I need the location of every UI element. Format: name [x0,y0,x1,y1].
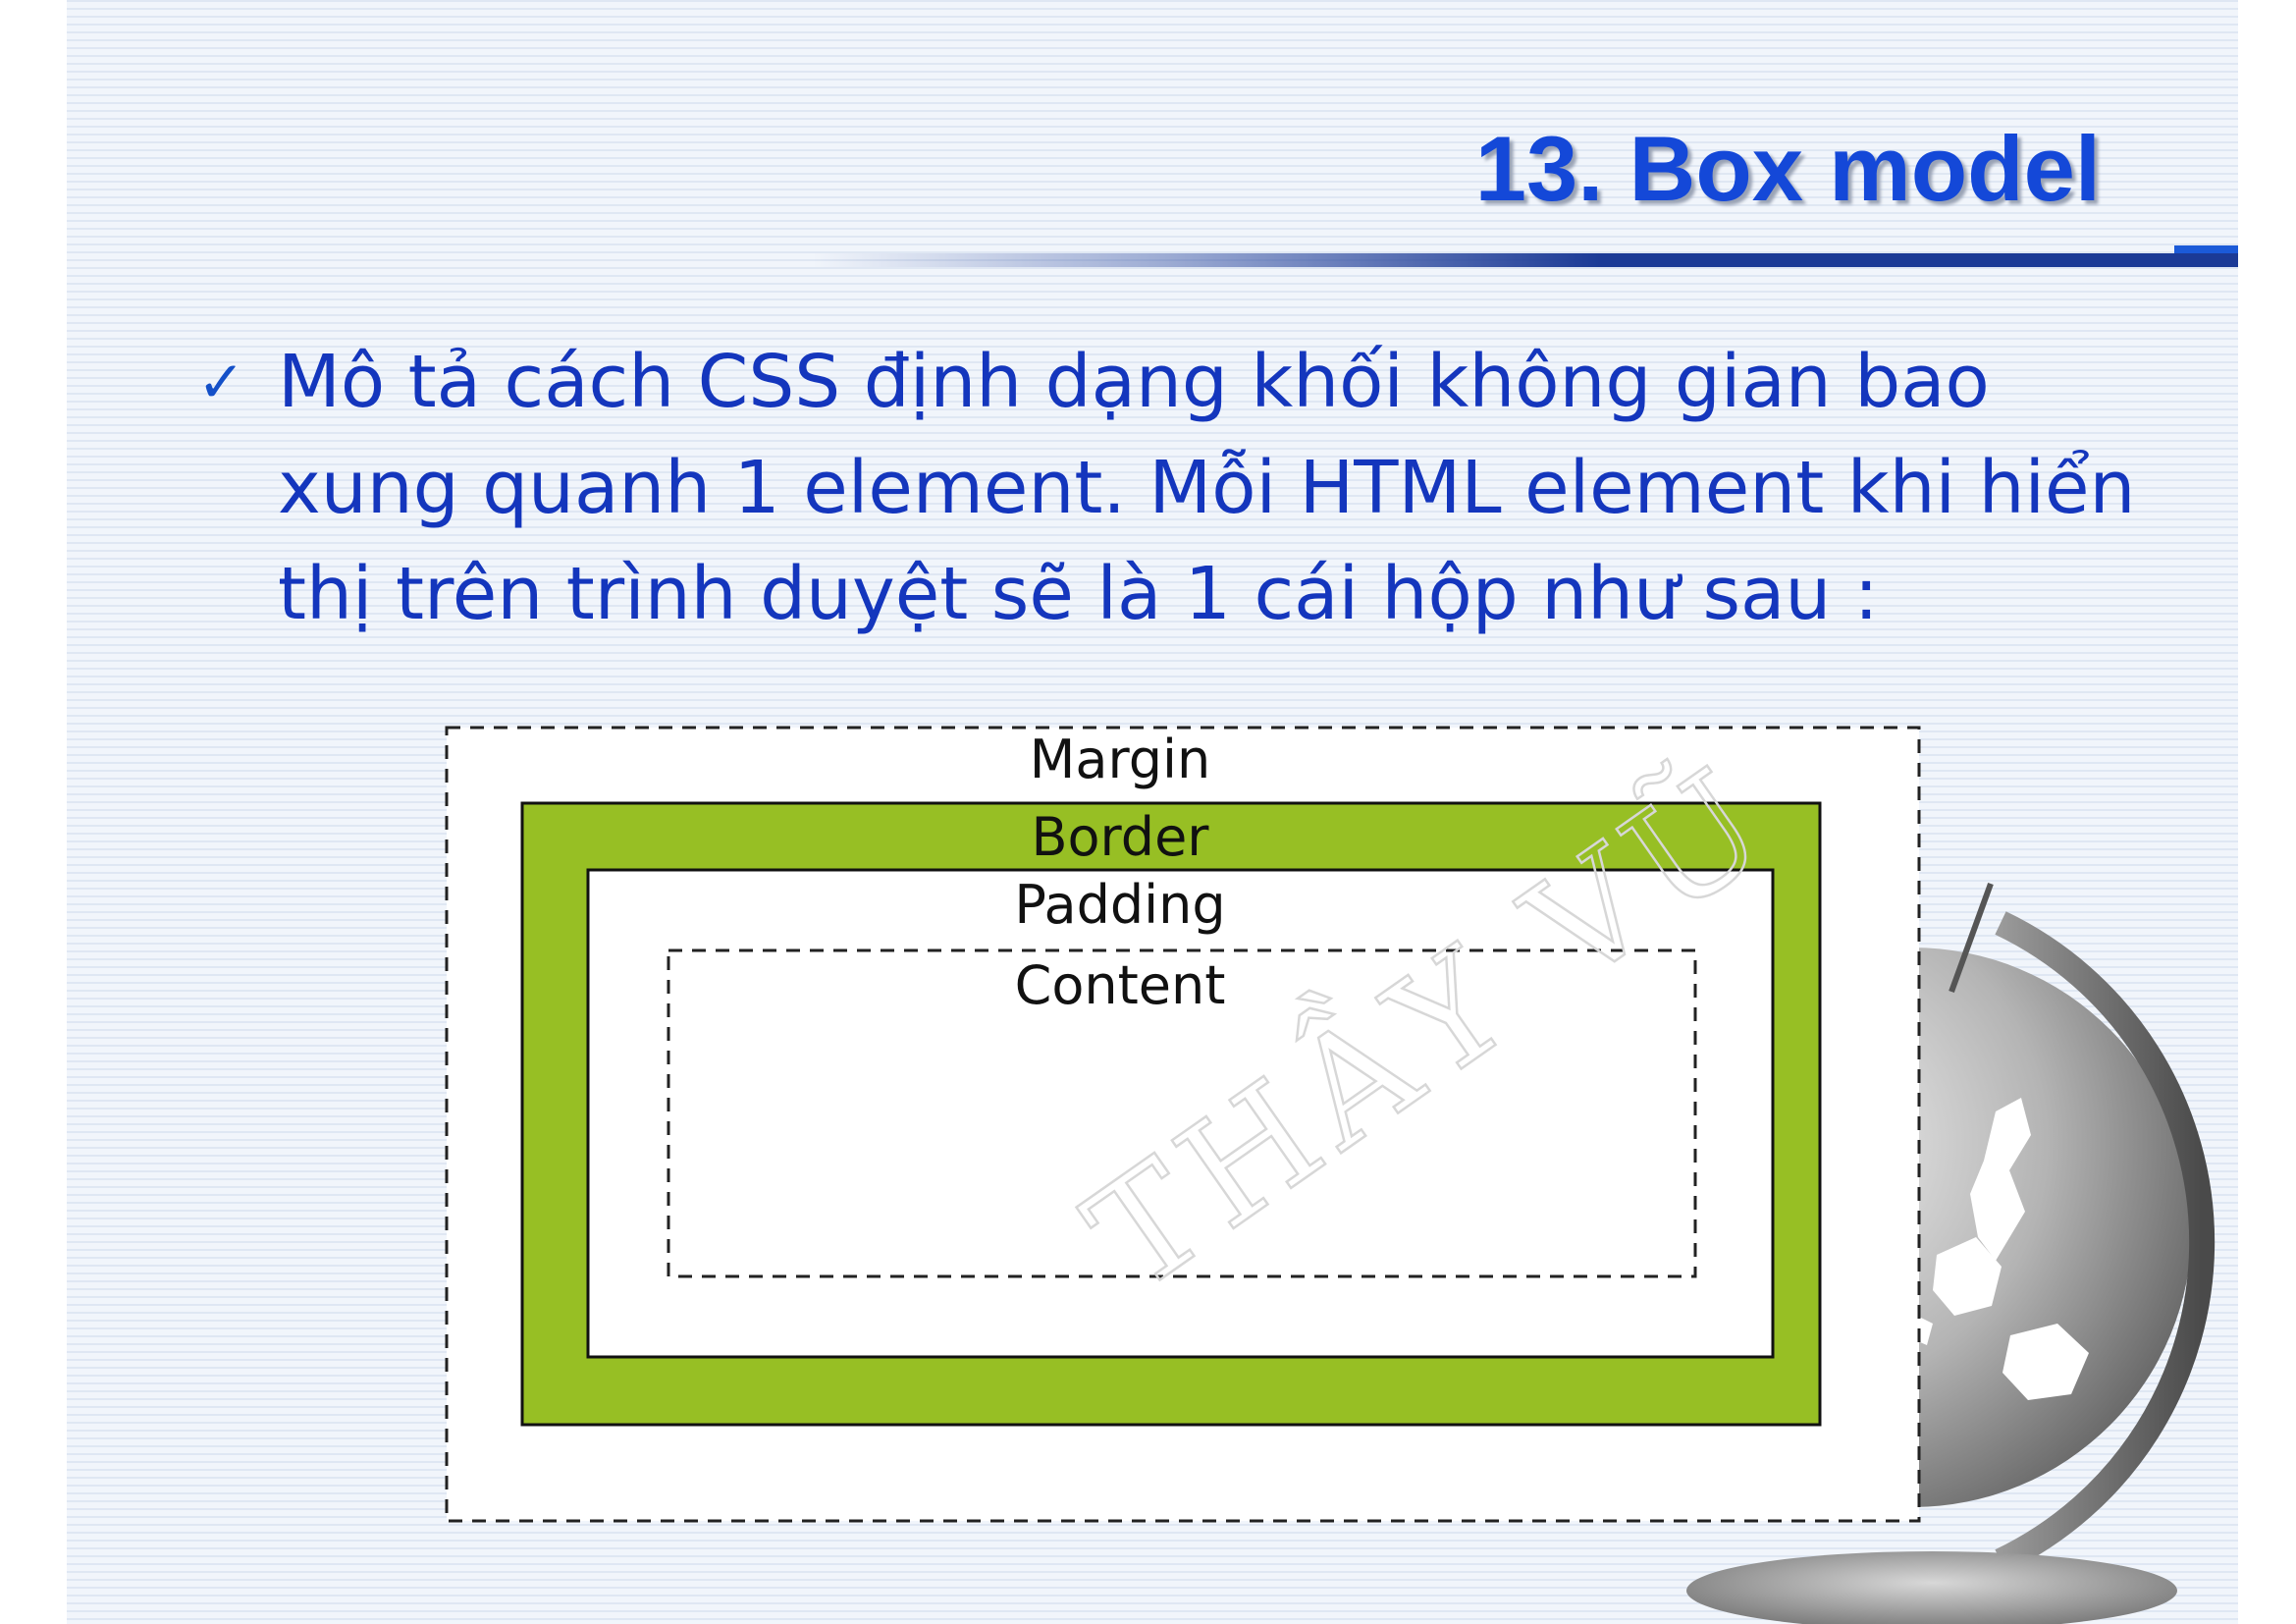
slide-title: 13. Box model [1474,117,2101,220]
title-underline [813,253,2238,267]
bullet-text: Mô tả cách CSS định dạng khối không gian… [278,340,2136,636]
margin-label: Margin [1030,729,1210,790]
padding-label: Padding [1014,874,1225,936]
bullet-item: ✓ Mô tả cách CSS định dạng khối không gi… [197,329,2141,647]
content-label: Content [1015,954,1226,1016]
checkmark-icon: ✓ [197,349,245,415]
slide: 13. Box model ✓ Mô tả cách CSS định dạng… [67,0,2238,1624]
box-model-diagram: Margin Border Padding Content THẦY VŨ [445,717,1921,1523]
border-label: Border [1031,806,1209,868]
content-area [667,948,1697,1278]
title-underline-accent [2174,245,2238,253]
